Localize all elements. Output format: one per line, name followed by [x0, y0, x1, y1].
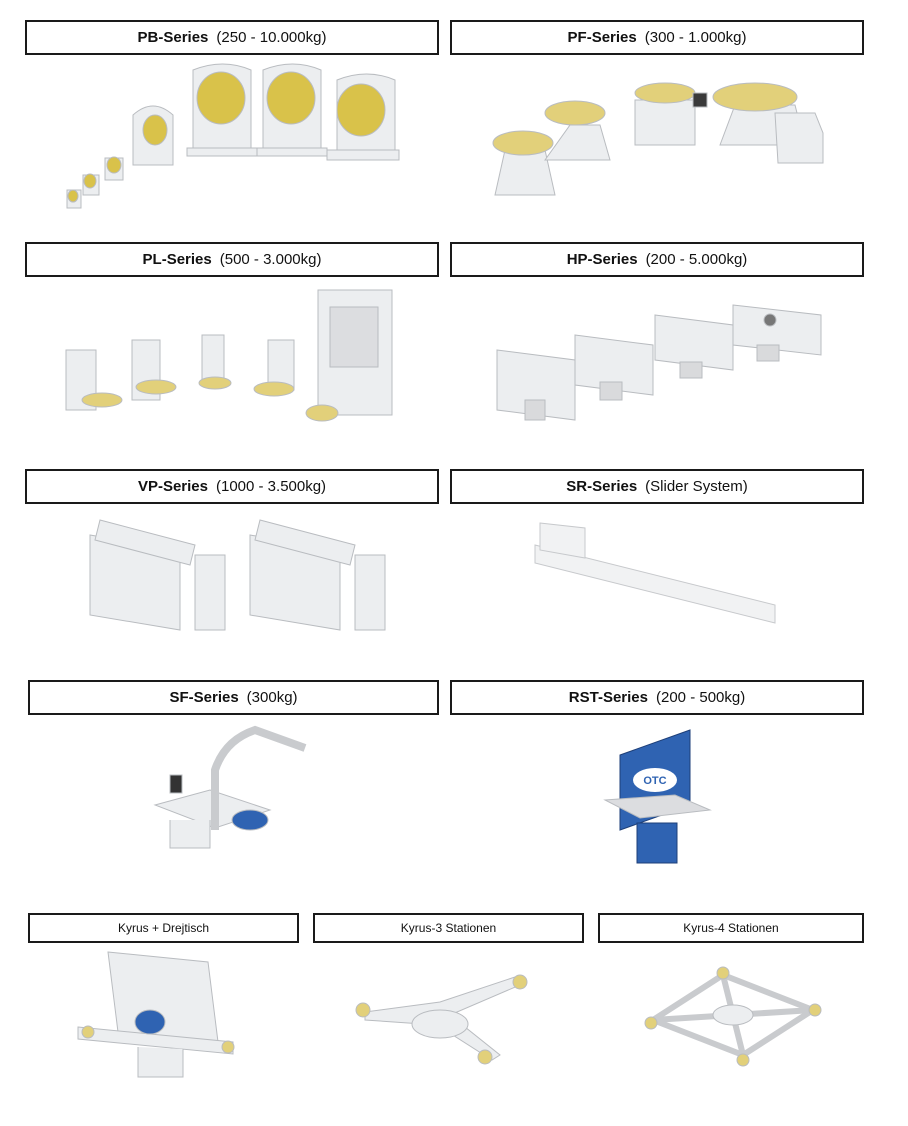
sr-series-header: SR-Series (Slider System)	[450, 469, 864, 504]
series-name: PL-Series	[142, 251, 212, 268]
sr-series-image	[530, 515, 785, 630]
kyrus-drejtisch-image	[77, 951, 243, 1082]
rst-series-header: RST-Series (200 - 500kg)	[450, 680, 864, 715]
pf-series-header: PF-Series (300 - 1.000kg)	[450, 20, 864, 55]
kyrus-label: Kyrus-3 Stationen	[400, 921, 497, 935]
series-name: VP-Series	[137, 478, 208, 495]
series-range: (Slider System)	[645, 478, 748, 495]
kyrus-4-image	[643, 965, 823, 1070]
series-range: (300kg)	[246, 689, 298, 706]
vp-series-image	[85, 515, 415, 635]
series-range: (250 - 10.000kg)	[216, 29, 327, 46]
series-name: RST-Series	[568, 689, 648, 706]
series-range: (200 - 500kg)	[656, 689, 746, 706]
kyrus-drejtisch-header: Kyrus + Drejtisch	[28, 913, 299, 943]
series-range: (500 - 3.000kg)	[219, 251, 322, 268]
otc-logo-text: OTC	[643, 775, 666, 787]
pl-series-header: PL-Series (500 - 3.000kg)	[25, 242, 439, 277]
series-name: SF-Series	[169, 689, 239, 706]
kyrus-label: Kyrus + Drejtisch	[117, 921, 210, 935]
series-range: (200 - 5.000kg)	[645, 251, 748, 268]
rst-series-image: OTC	[603, 725, 715, 865]
hp-series-image	[495, 290, 830, 425]
sf-series-header: SF-Series (300kg)	[28, 680, 439, 715]
vp-series-header: VP-Series (1000 - 3.500kg)	[25, 469, 439, 504]
kyrus-4-header: Kyrus-4 Stationen	[598, 913, 864, 943]
kyrus-3-image	[355, 962, 535, 1072]
series-range: (300 - 1.000kg)	[644, 29, 747, 46]
series-name: PF-Series	[567, 29, 637, 46]
series-name: HP-Series	[566, 251, 638, 268]
pb-series-image	[55, 60, 415, 215]
kyrus-3-header: Kyrus-3 Stationen	[313, 913, 584, 943]
pl-series-image	[60, 285, 405, 430]
hp-series-header: HP-Series (200 - 5.000kg)	[450, 242, 864, 277]
series-name: SR-Series	[566, 478, 638, 495]
pb-series-header: PB-Series (250 - 10.000kg)	[25, 20, 439, 55]
sf-series-image	[150, 720, 315, 855]
pf-series-image	[485, 75, 830, 200]
series-range: (1000 - 3.500kg)	[215, 478, 327, 495]
series-name: PB-Series	[137, 29, 209, 46]
kyrus-label: Kyrus-4 Stationen	[683, 921, 779, 935]
